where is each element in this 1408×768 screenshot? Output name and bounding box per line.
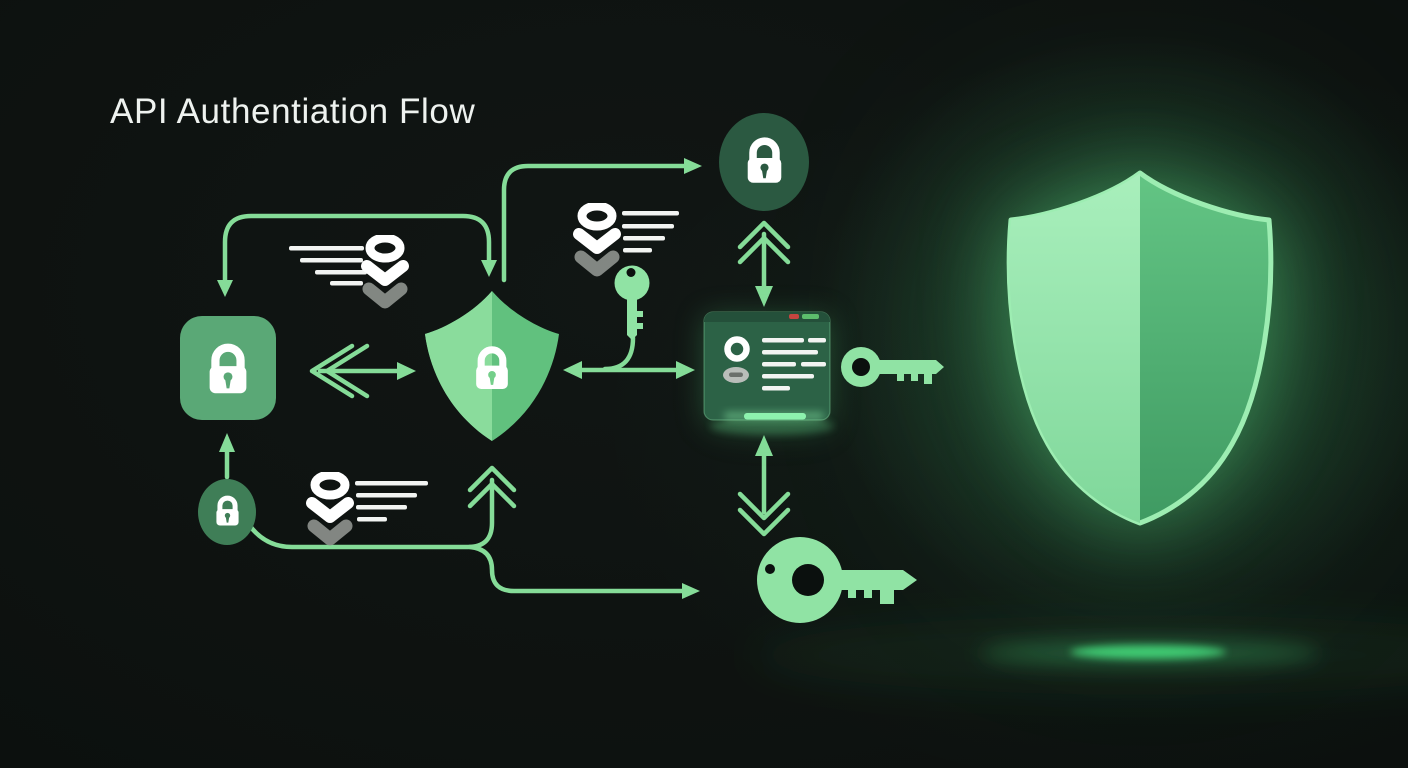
coil-arrow-icon: [367, 238, 403, 302]
session-request-icon: [312, 475, 428, 539]
titlebar-red-dot: [789, 314, 799, 319]
user-ring-icon: [724, 336, 750, 362]
double-arrow-server-token: [737, 220, 791, 307]
token-lock-node: [719, 113, 809, 211]
token-request-icon: [579, 206, 679, 270]
floor-glow: [750, 615, 1408, 695]
server-glow: [710, 417, 834, 435]
connector-bottom-to-key: [467, 544, 700, 599]
request-lines-icon: [289, 238, 403, 302]
server-text-lines: [762, 338, 826, 391]
server-titlebar: [704, 312, 830, 322]
api-key-side-icon: [841, 347, 944, 387]
connector-shield-to-token-lock: [501, 158, 702, 283]
coin-icon: [723, 367, 749, 383]
page-title: API Authentiation Flow: [110, 92, 476, 131]
titlebar-green-dot: [802, 314, 819, 319]
auth-shield-node: [425, 291, 559, 441]
key-drop-curve: [602, 335, 636, 372]
server-status-bar: [744, 413, 806, 420]
coil-arrow-icon: [312, 475, 348, 539]
double-arrow-server-bottom-key: [737, 435, 791, 537]
coil-arrow-icon: [579, 206, 615, 270]
session-lock-node: [198, 479, 256, 545]
api-key-bottom-icon: [757, 537, 917, 623]
double-arrow-client-shield: [309, 343, 416, 399]
api-server-node: [703, 311, 834, 435]
security-shield-emblem: [1006, 170, 1274, 526]
client-lock-node: [180, 316, 276, 420]
arrow-session-lock-to-client: [219, 433, 235, 480]
connector-top-branch: [217, 213, 497, 297]
api-key-drop-icon: [614, 265, 650, 340]
double-arrow-shield-server: [563, 361, 695, 379]
